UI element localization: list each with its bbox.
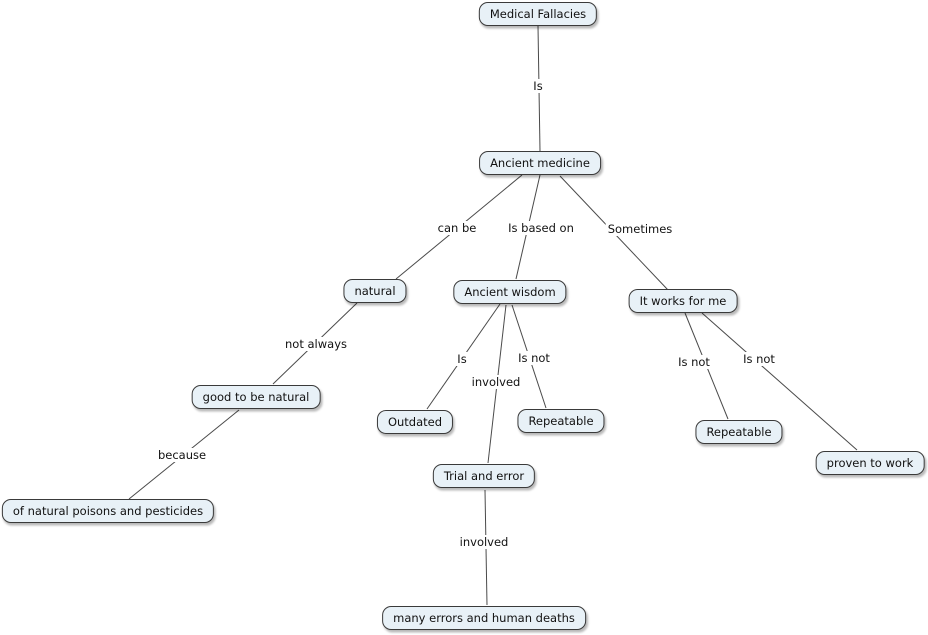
concept-node-good-to-be-natural[interactable]: good to be natural [191, 385, 321, 409]
link-label-natural-good-to-be-natural[interactable]: not always [283, 337, 349, 351]
link-label-ancient-wisdom-repeatable-1[interactable]: Is not [516, 351, 552, 365]
concept-node-many-errors[interactable]: many errors and human deaths [382, 606, 586, 630]
link-label-it-works-for-me-proven-to-work[interactable]: Is not [741, 352, 777, 366]
link-label-medical-fallacies-ancient-medicine[interactable]: Is [531, 79, 545, 93]
concept-node-it-works-for-me[interactable]: It works for me [628, 289, 738, 313]
concept-node-repeatable-2[interactable]: Repeatable [695, 420, 783, 444]
concept-node-of-natural-poisons[interactable]: of natural poisons and pesticides [1, 499, 215, 523]
link-label-trial-and-error-many-errors[interactable]: involved [457, 535, 511, 549]
concept-node-outdated[interactable]: Outdated [376, 410, 454, 434]
concept-node-medical-fallacies[interactable]: Medical Fallacies [478, 2, 598, 26]
link-label-it-works-for-me-repeatable-2[interactable]: Is not [676, 355, 712, 369]
concept-node-ancient-wisdom[interactable]: Ancient wisdom [453, 280, 567, 304]
link-label-good-to-be-natural-of-natural-poisons[interactable]: because [155, 448, 209, 462]
link-label-ancient-medicine-natural[interactable]: can be [435, 221, 479, 235]
concept-node-repeatable-1[interactable]: Repeatable [517, 409, 605, 433]
edge-line-it-works-for-me-proven-to-work [701, 312, 858, 451]
link-label-ancient-wisdom-outdated[interactable]: Is [455, 352, 469, 366]
concept-node-proven-to-work[interactable]: proven to work [815, 451, 925, 475]
concept-node-natural[interactable]: natural [343, 279, 407, 303]
concept-node-trial-and-error[interactable]: Trial and error [432, 464, 536, 488]
link-label-ancient-medicine-it-works-for-me[interactable]: Sometimes [605, 222, 675, 236]
concept-node-ancient-medicine[interactable]: Ancient medicine [479, 151, 601, 175]
link-label-ancient-medicine-ancient-wisdom[interactable]: Is based on [506, 221, 576, 235]
link-label-ancient-wisdom-trial-and-error[interactable]: involved [469, 375, 523, 389]
